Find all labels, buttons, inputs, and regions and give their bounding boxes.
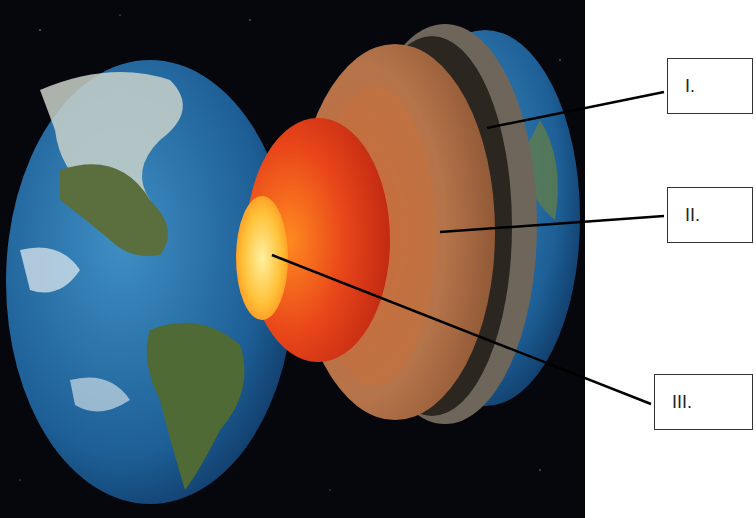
part-number: II. <box>685 205 700 226</box>
label-box: I. <box>667 58 753 114</box>
earth-surface-left <box>6 60 294 504</box>
label-box: II. <box>667 187 753 243</box>
part-number: III. <box>672 392 692 413</box>
leader-line <box>440 216 664 232</box>
leader-lines <box>272 92 664 404</box>
label-box: III. <box>654 374 753 430</box>
part-number: I. <box>685 76 695 97</box>
leader-line <box>487 92 664 128</box>
leader-line <box>272 255 651 404</box>
space-background <box>0 0 585 518</box>
